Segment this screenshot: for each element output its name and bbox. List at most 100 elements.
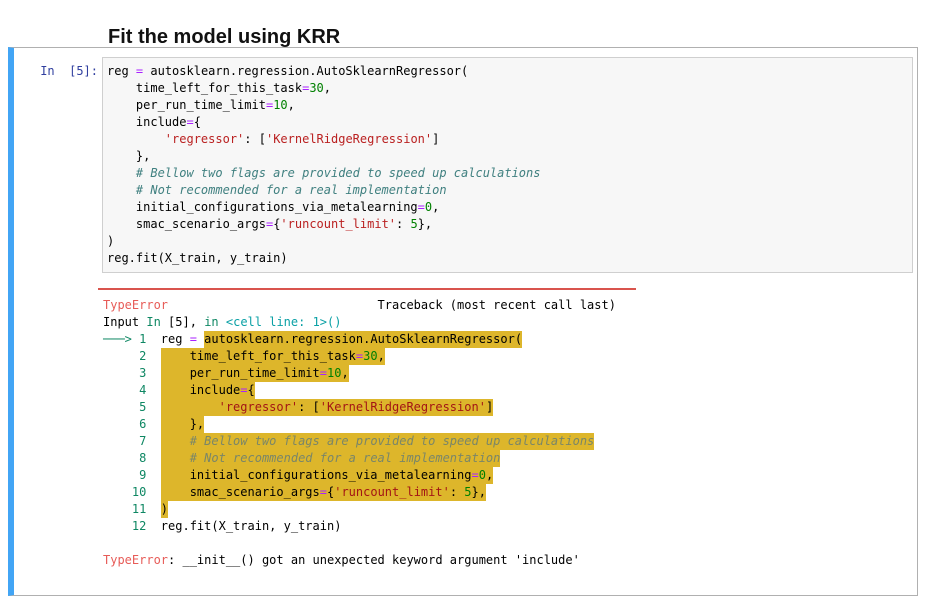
code-segment: =: [135, 64, 144, 78]
traceback-line: ───> 1 reg = autosklearn.regression.Auto…: [103, 331, 913, 348]
code-segment: # Bellow two flags are provided to speed…: [135, 166, 541, 180]
error-highlight: include={: [160, 382, 255, 399]
code-line: time_left_for_this_task=30,: [107, 80, 908, 97]
code-segment: {: [247, 383, 255, 397]
code-segment: =: [471, 468, 479, 482]
traceback-line: 7 # Bellow two flags are provided to spe…: [103, 433, 913, 450]
code-line: smac_scenario_args={'runcount_limit': 5}…: [107, 216, 908, 233]
traceback-line-number: 8: [103, 451, 161, 465]
code-input-area[interactable]: reg = autosklearn.regression.AutoSklearn…: [102, 57, 913, 273]
traceback-line-number: 5: [103, 400, 161, 414]
code-segment: initial_configurations_via_metalearning: [107, 200, 418, 214]
code-segment: 5: [464, 485, 472, 499]
code-segment: TypeError: [103, 298, 169, 312]
traceback-line-number: 11: [103, 502, 161, 516]
traceback-error-message: TypeError: __init__() got an unexpected …: [103, 552, 913, 569]
code-segment: ]: [485, 400, 494, 414]
code-segment: 5: [410, 217, 418, 231]
traceback-line-number: 10: [103, 485, 161, 499]
code-segment: : [: [244, 132, 266, 146]
code-segment: include: [160, 383, 241, 397]
code-segment: per_run_time_limit: [107, 98, 266, 112]
code-segment: 'runcount_limit': [334, 485, 450, 499]
code-segment: [107, 183, 136, 197]
output-traceback-area: TypeError Traceback (most recent call la…: [103, 297, 913, 569]
code-segment: ): [107, 234, 115, 248]
code-segment: # Not recommended for a real implementat…: [189, 451, 501, 465]
code-segment: =: [417, 200, 425, 214]
traceback-line: 9 initial_configurations_via_metalearnin…: [103, 467, 913, 484]
code-segment: [107, 166, 136, 180]
code-segment: smac_scenario_args: [107, 217, 266, 231]
code-segment: =: [265, 217, 274, 231]
code-segment: in: [204, 315, 226, 329]
error-highlight: time_left_for_this_task=30,: [160, 348, 385, 365]
code-segment: ,: [287, 98, 295, 112]
code-segment: include: [107, 115, 187, 129]
code-segment: {: [273, 217, 281, 231]
code-segment: 10: [273, 98, 288, 112]
traceback-line: 2 time_left_for_this_task=30,: [103, 348, 913, 365]
code-segment: ): [160, 502, 169, 516]
input-prompt: In [5]:: [40, 64, 98, 78]
code-segment: ]: [432, 132, 440, 146]
code-segment: },: [471, 485, 486, 499]
traceback-line-number: ───> 1: [103, 332, 161, 346]
code-segment: reg.fit(X_train, y_train): [160, 519, 342, 533]
traceback-line: 8 # Not recommended for a real implement…: [103, 450, 913, 467]
code-segment: =: [186, 115, 194, 129]
code-segment: autosklearn.regression.AutoSklearnRegres…: [204, 332, 523, 346]
markdown-heading: Fit the model using KRR: [108, 25, 341, 48]
code-segment: 0: [424, 200, 433, 214]
error-highlight: per_run_time_limit=10,: [160, 365, 349, 382]
traceback-line: 10 smac_scenario_args={'runcount_limit':…: [103, 484, 913, 501]
code-line: reg = autosklearn.regression.AutoSklearn…: [107, 63, 908, 80]
error-highlight: initial_configurations_via_metalearning=…: [160, 467, 494, 484]
code-line: reg.fit(X_train, y_train): [107, 250, 908, 267]
error-highlight: },: [160, 416, 205, 433]
traceback-line-number: 12: [103, 519, 161, 533]
code-segment: =: [189, 332, 197, 346]
code-segment: 'regressor': [218, 400, 299, 414]
code-segment: : [: [298, 400, 320, 414]
code-line: },: [107, 148, 908, 165]
code-segment: },: [160, 417, 205, 431]
traceback-input-ref: Input In [5], in <cell line: 1>(): [103, 314, 913, 331]
code-cell[interactable]: In [5]: reg = autosklearn.regression.Aut…: [8, 47, 918, 596]
traceback-separator-line: [98, 288, 636, 290]
traceback-header: TypeError Traceback (most recent call la…: [103, 297, 913, 314]
code-segment: 'KernelRidgeRegression': [319, 400, 486, 414]
code-segment: smac_scenario_args: [160, 485, 320, 499]
code-segment: 'KernelRidgeRegression': [265, 132, 433, 146]
code-segment: [107, 132, 165, 146]
code-segment: {: [326, 485, 335, 499]
code-segment: =: [302, 81, 310, 95]
code-segment: },: [107, 149, 151, 163]
code-segment: <cell line: 1>(): [225, 315, 342, 329]
error-highlight: smac_scenario_args={'runcount_limit': 5}…: [160, 484, 486, 501]
traceback-line: 12 reg.fit(X_train, y_train): [103, 518, 913, 535]
code-segment: =: [265, 98, 274, 112]
code-line: # Not recommended for a real implementat…: [107, 182, 908, 199]
code-line: initial_configurations_via_metalearning=…: [107, 199, 908, 216]
code-segment: ,: [189, 315, 205, 329]
code-line: 'regressor': ['KernelRidgeRegression']: [107, 131, 908, 148]
traceback-line-number: 4: [103, 383, 161, 397]
code-segment: [197, 332, 204, 346]
code-segment: # Bellow two flags are provided to speed…: [189, 434, 595, 448]
code-segment: =: [319, 485, 327, 499]
traceback-line-number: 9: [103, 468, 161, 482]
code-line: per_run_time_limit=10,: [107, 97, 908, 114]
traceback-line: 5 'regressor': ['KernelRidgeRegression']: [103, 399, 913, 416]
code-segment: time_left_for_this_task: [107, 81, 303, 95]
code-line: ): [107, 233, 908, 250]
code-segment: In: [146, 315, 169, 329]
code-segment: 30: [363, 349, 378, 363]
traceback-line: 11 ): [103, 501, 913, 518]
code-segment: ,: [485, 468, 494, 482]
code-segment: },: [417, 217, 433, 231]
traceback-line-number: 7: [103, 434, 161, 448]
code-segment: [161, 434, 190, 448]
traceback-line-number: 2: [103, 349, 161, 363]
code-segment: 'runcount_limit': [280, 217, 397, 231]
